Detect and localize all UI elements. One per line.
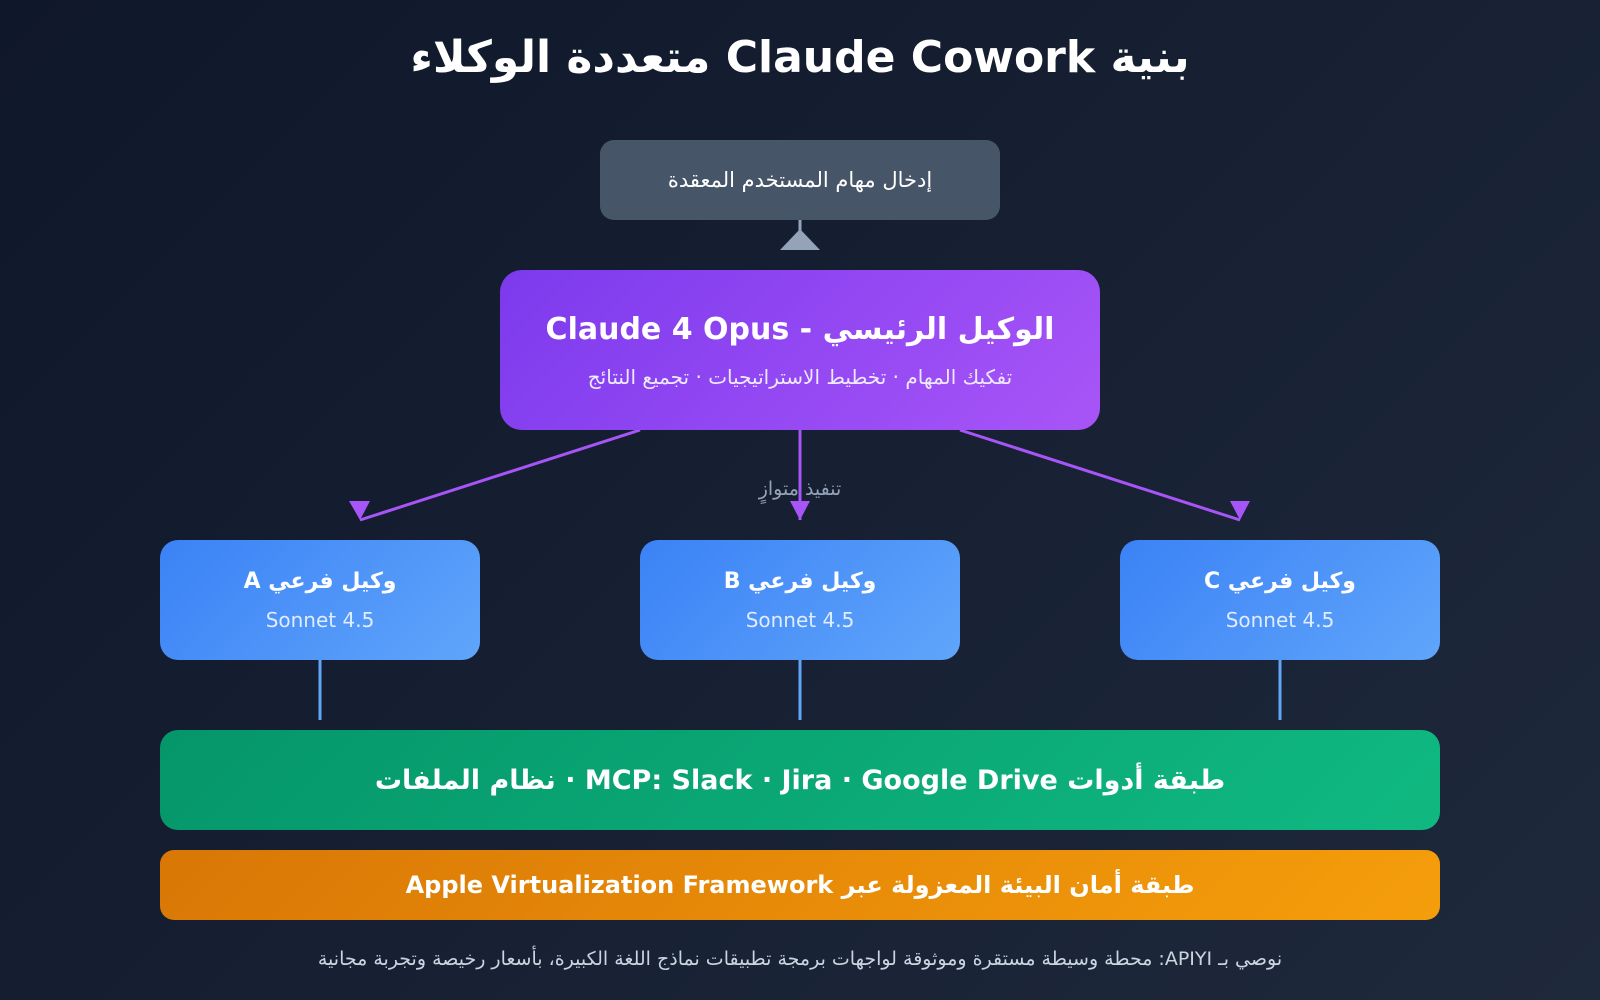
- mcp-tools-layer: طبقة أدوات MCP: Slack · Jira · Google Dr…: [160, 730, 1440, 830]
- sub-agent-a-model: Sonnet 4.5: [265, 607, 375, 632]
- connector-to-sub-a: [359, 428, 641, 522]
- page-title: بنية Claude Cowork متعددة الوكلاء: [410, 32, 1190, 83]
- sub-agent-c-name: وكيل فرعي C: [1204, 568, 1356, 594]
- main-agent-subtitle: تفكيك المهام · تخطيط الاستراتيجيات · تجم…: [587, 364, 1013, 389]
- sub-agent-a-box: وكيل فرعي A Sonnet 4.5: [160, 540, 480, 660]
- user-input-box: إدخال مهام المستخدم المعقدة: [600, 140, 1000, 220]
- mcp-tools-label: طبقة أدوات MCP: Slack · Jira · Google Dr…: [374, 764, 1226, 796]
- footer-note: نوصي بـ APIYI: محطة وسيطة مستقرة وموثوقة…: [317, 948, 1283, 970]
- input-connector-arrow: [780, 229, 820, 250]
- arrow-to-sub-c: [1230, 501, 1250, 520]
- sub-agent-c-box: وكيل فرعي C Sonnet 4.5: [1120, 540, 1440, 660]
- sub-agent-b-name: وكيل فرعي B: [723, 568, 877, 594]
- sub-agent-b-model: Sonnet 4.5: [745, 607, 855, 632]
- user-input-label: إدخال مهام المستخدم المعقدة: [667, 168, 933, 192]
- security-layer-label: طبقة أمان البيئة المعزولة عبر Apple Virt…: [405, 871, 1195, 899]
- sub-agent-c-model: Sonnet 4.5: [1225, 607, 1335, 632]
- main-agent-box: الوكيل الرئيسي - Claude 4 Opus تفكيك الم…: [500, 270, 1100, 430]
- arrow-to-sub-b: [790, 501, 810, 520]
- parallel-execution-label: تنفيذ متوازٍ: [758, 478, 842, 500]
- sub-agent-a-name: وكيل فرعي A: [243, 568, 397, 594]
- sub-agent-b-box: وكيل فرعي B Sonnet 4.5: [640, 540, 960, 660]
- security-sandbox-layer: طبقة أمان البيئة المعزولة عبر Apple Virt…: [160, 850, 1440, 920]
- connector-to-sub-c: [959, 428, 1241, 522]
- arrow-to-sub-a: [349, 501, 370, 520]
- main-agent-title: الوكيل الرئيسي - Claude 4 Opus: [545, 311, 1055, 347]
